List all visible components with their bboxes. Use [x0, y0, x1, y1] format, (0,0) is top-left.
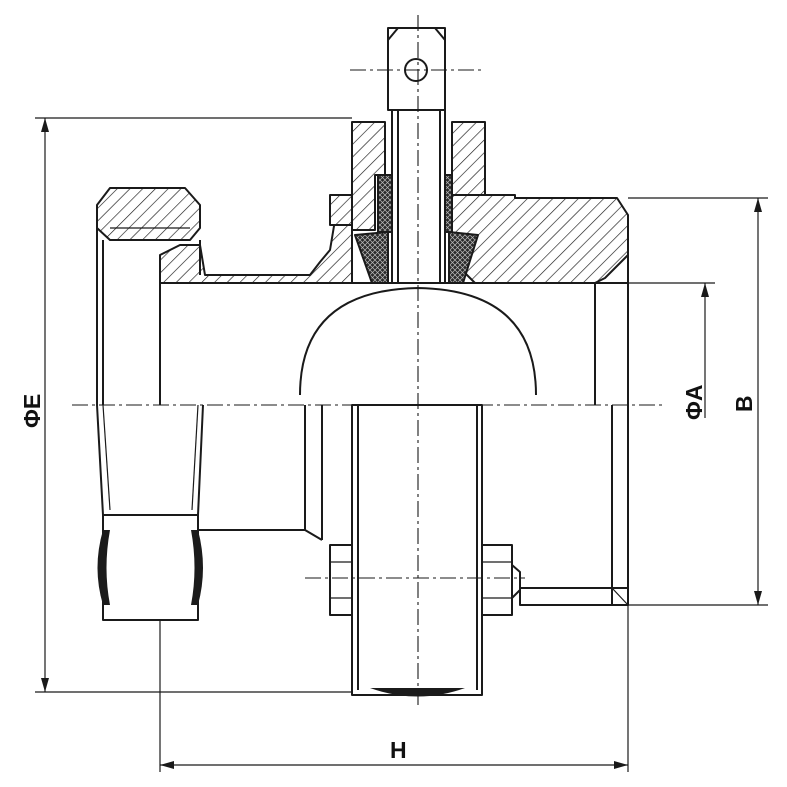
left-seal	[97, 530, 110, 605]
centerlines	[72, 15, 665, 705]
right-bolt	[481, 544, 513, 616]
dimension-lines	[35, 117, 768, 772]
valve-top-section	[96, 121, 629, 284]
dimension-label-phi-e: ΦE	[19, 394, 45, 428]
left-bolt	[329, 544, 353, 616]
dimension-label-h: H	[390, 737, 407, 763]
valve-body	[96, 228, 629, 697]
valve-stem	[387, 27, 446, 283]
dimension-label-phi-a: ΦA	[681, 385, 707, 421]
dimension-label-b: B	[731, 395, 757, 412]
